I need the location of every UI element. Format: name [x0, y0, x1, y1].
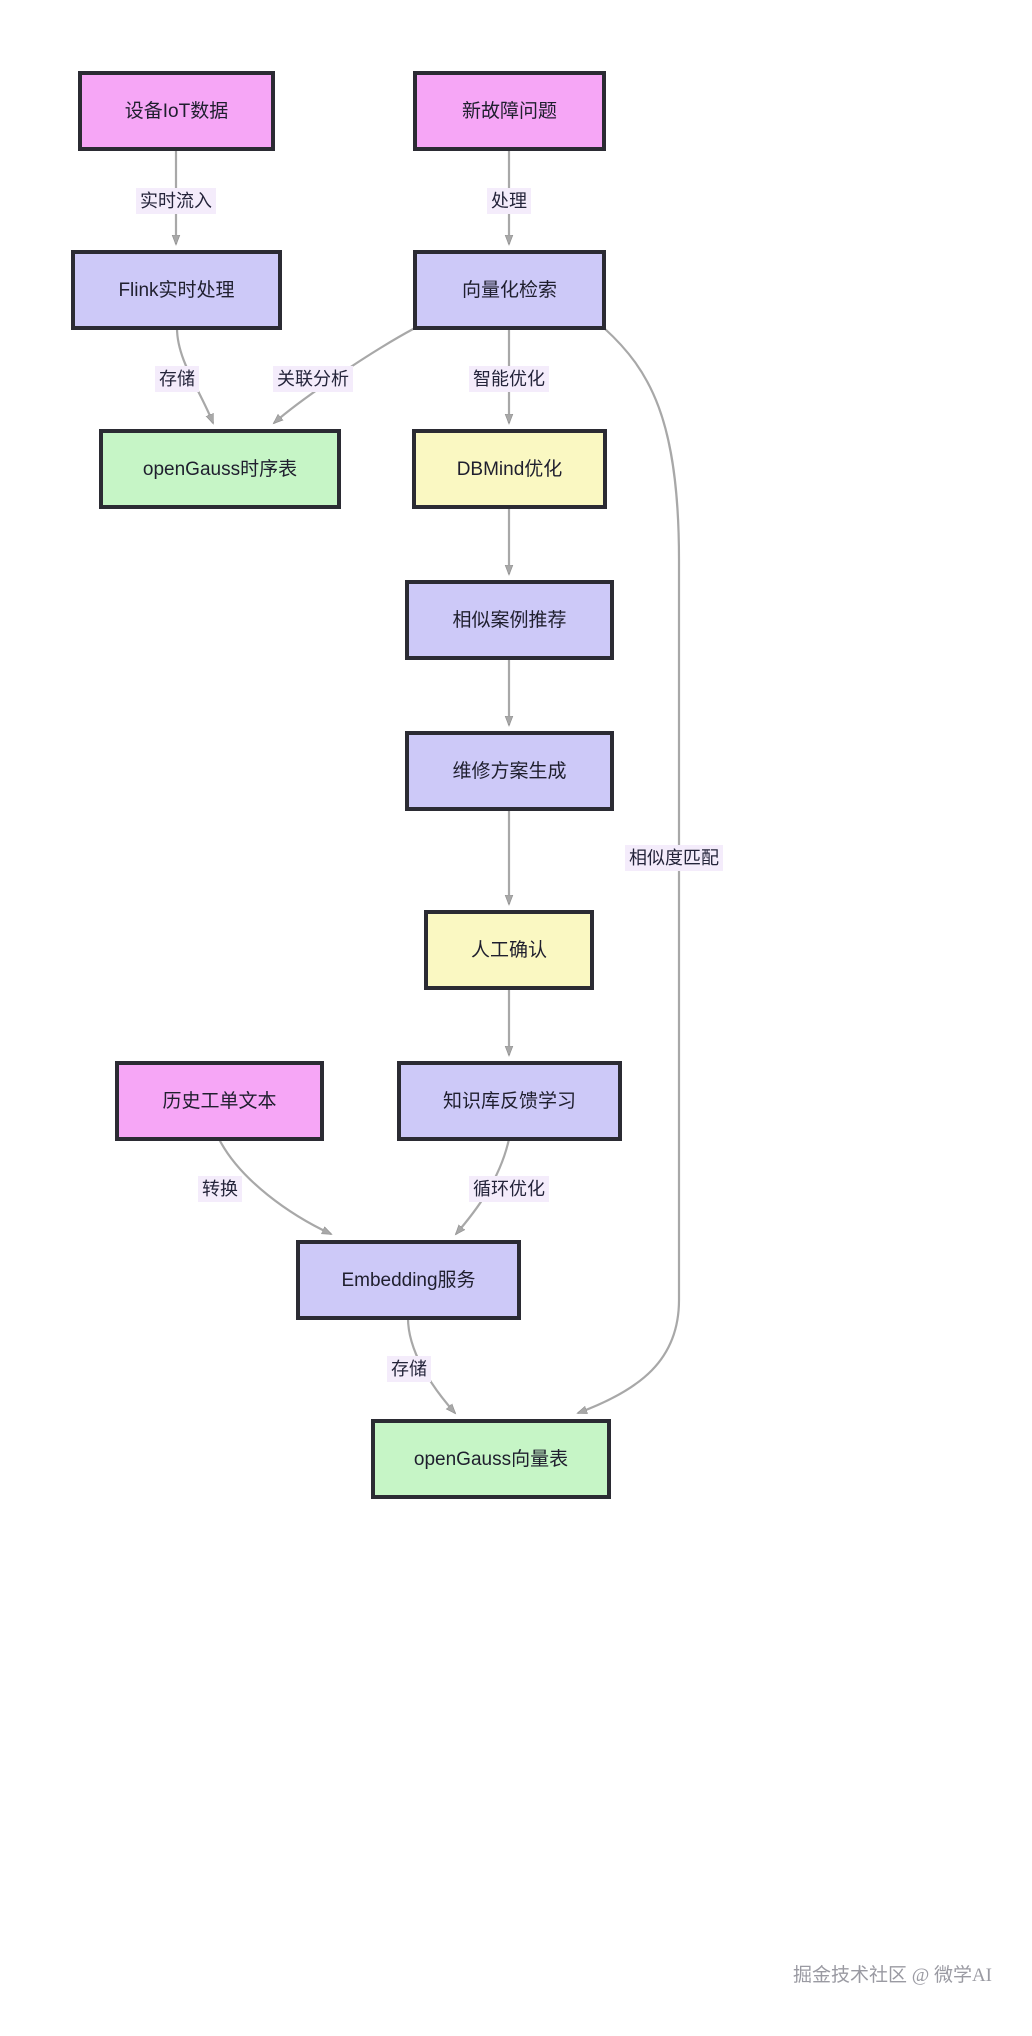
edge-label-flink-to-tsdb: 存储 — [155, 366, 199, 392]
edge-label-text: 关联分析 — [277, 369, 349, 389]
edge-label-text: 实时流入 — [140, 191, 212, 211]
nodes-layer: 设备IoT数据 新故障问题 Flink实时处理 向量化检索 openGauss时序表 DB… — [71, 71, 622, 1499]
edge-label-history-to-embedding: 转换 — [198, 1176, 242, 1202]
node-label-kbfeedback: 知识库反馈学习 — [443, 1090, 576, 1112]
edge-label-text: 存储 — [159, 369, 195, 389]
edge-label-bg — [136, 188, 216, 214]
edge-vector-to-vecdb — [578, 327, 681, 1415]
edge-label-bg — [155, 366, 199, 392]
edge-label-bg — [387, 1356, 431, 1382]
node-box-dbmind — [412, 429, 607, 509]
node-flink[interactable]: Flink实时处理 — [71, 250, 282, 330]
edge-label-bg — [625, 845, 723, 871]
node-box-fault — [413, 71, 606, 151]
node-box-flink — [71, 250, 282, 330]
node-label-dbmind: DBMind优化 — [457, 458, 563, 480]
node-label-simcase: 相似案例推荐 — [452, 609, 566, 631]
edge-labels-layer: 实时流入处理存储关联分析智能优化相似度匹配转换循环优化存储 — [136, 188, 723, 1382]
edge-label-bg — [469, 1176, 549, 1202]
node-box-embedding — [296, 1240, 521, 1320]
node-tsdb[interactable]: openGauss时序表 — [99, 429, 341, 509]
edge-label-text: 相似度匹配 — [629, 848, 719, 868]
edge-label-bg — [273, 366, 353, 392]
edge-label-kbfeedback-to-embedding: 循环优化 — [469, 1176, 549, 1202]
edge-label-text: 智能优化 — [473, 369, 545, 389]
node-label-fault: 新故障问题 — [462, 100, 557, 122]
node-box-vecdb — [371, 1419, 611, 1499]
node-box-iot — [78, 71, 275, 151]
node-repairplan[interactable]: 维修方案生成 — [405, 731, 614, 811]
node-history[interactable]: 历史工单文本 — [115, 1061, 324, 1141]
node-box-history — [115, 1061, 324, 1141]
node-label-embedding: Embedding服务 — [341, 1269, 475, 1291]
edge-label-text: 存储 — [391, 1359, 427, 1379]
edge-history-to-embedding — [218, 1138, 331, 1235]
edge-label-embedding-to-vecdb: 存储 — [387, 1356, 431, 1382]
node-manual[interactable]: 人工确认 — [424, 910, 594, 990]
node-dbmind[interactable]: DBMind优化 — [412, 429, 607, 509]
edge-label-bg — [198, 1176, 242, 1202]
node-box-manual — [424, 910, 594, 990]
node-embedding[interactable]: Embedding服务 — [296, 1240, 521, 1320]
node-simcase[interactable]: 相似案例推荐 — [405, 580, 614, 660]
node-label-vecdb: openGauss向量表 — [414, 1448, 568, 1470]
node-box-vector — [413, 250, 606, 330]
node-box-tsdb — [99, 429, 341, 509]
edge-label-text: 处理 — [491, 191, 527, 211]
edge-label-bg — [487, 188, 531, 214]
edge-label-text: 转换 — [202, 1179, 238, 1199]
edge-label-vector-to-dbmind: 智能优化 — [469, 366, 549, 392]
node-label-repairplan: 维修方案生成 — [452, 760, 566, 782]
node-kbfeedback[interactable]: 知识库反馈学习 — [397, 1061, 622, 1141]
node-box-repairplan — [405, 731, 614, 811]
node-label-manual: 人工确认 — [471, 939, 547, 961]
node-label-iot: 设备IoT数据 — [125, 100, 228, 122]
node-box-kbfeedback — [397, 1061, 622, 1141]
watermark: 掘金技术社区 @ 微学AI — [793, 1964, 992, 1986]
edge-label-vector-to-vecdb: 相似度匹配 — [625, 845, 723, 871]
edge-label-fault-to-vector: 处理 — [487, 188, 531, 214]
node-vecdb[interactable]: openGauss向量表 — [371, 1419, 611, 1499]
node-label-history: 历史工单文本 — [162, 1090, 276, 1112]
edge-label-text: 循环优化 — [473, 1179, 545, 1199]
edge-label-iot-to-flink: 实时流入 — [136, 188, 216, 214]
edge-label-vector-to-tsdb: 关联分析 — [273, 366, 353, 392]
node-vector[interactable]: 向量化检索 — [413, 250, 606, 330]
node-label-vector: 向量化检索 — [462, 279, 557, 301]
node-box-simcase — [405, 580, 614, 660]
node-iot[interactable]: 设备IoT数据 — [78, 71, 275, 151]
node-label-flink: Flink实时处理 — [118, 279, 234, 301]
node-fault[interactable]: 新故障问题 — [413, 71, 606, 151]
node-label-tsdb: openGauss时序表 — [143, 458, 297, 480]
edge-label-bg — [469, 366, 549, 392]
